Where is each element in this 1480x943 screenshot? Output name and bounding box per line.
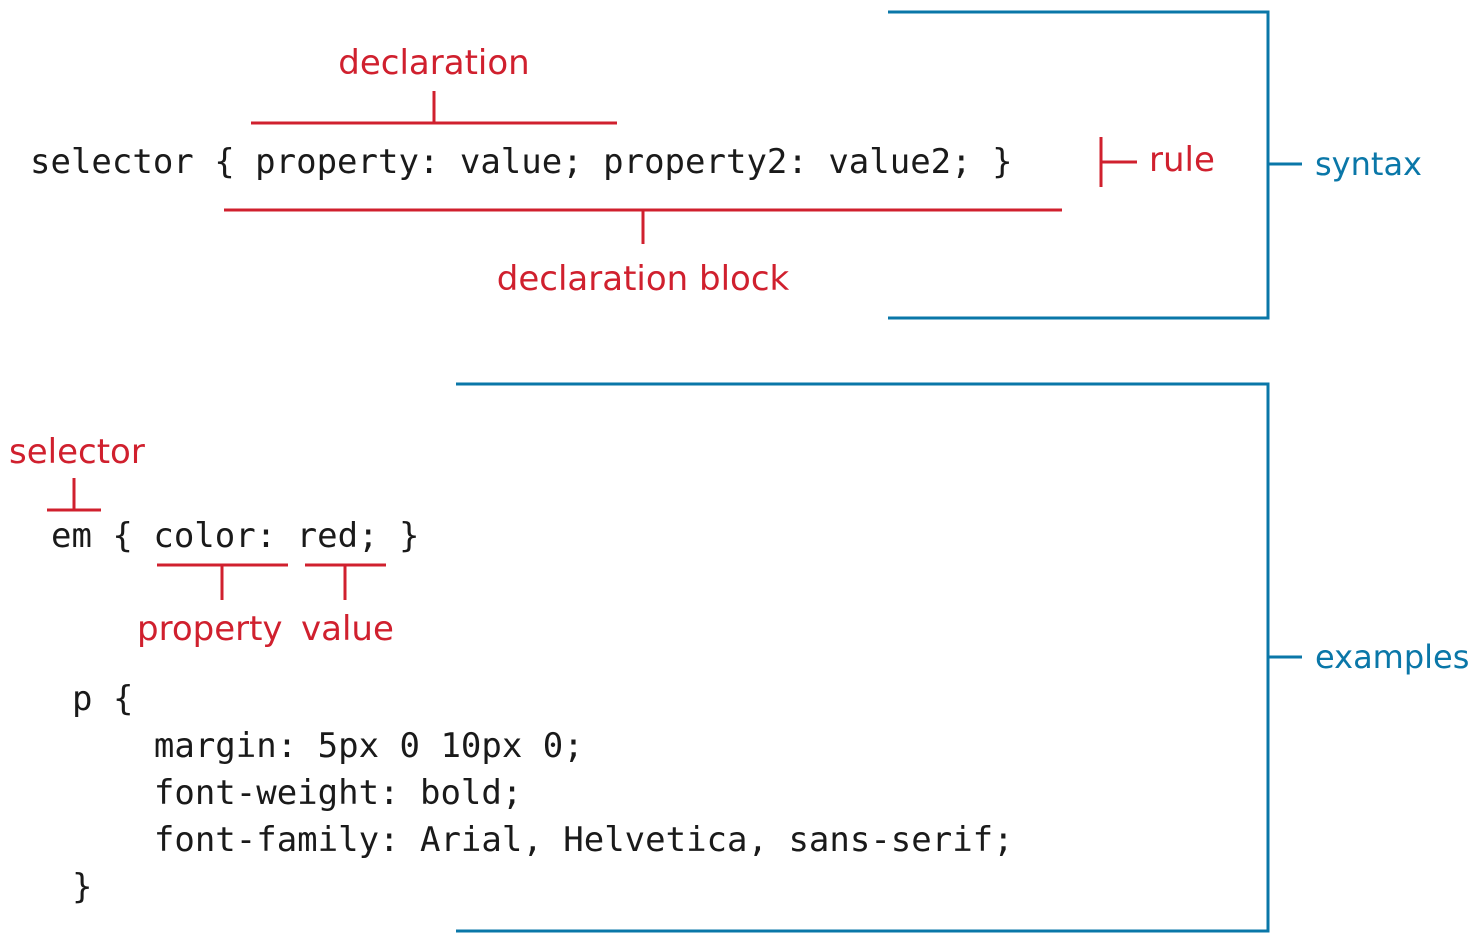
examples-label: examples bbox=[1315, 638, 1470, 676]
em-rule-code: em { color: red; } bbox=[51, 516, 420, 556]
property-label: property bbox=[137, 609, 283, 649]
p-rule-font-weight: font-weight: bold; bbox=[72, 773, 523, 813]
p-rule-margin: margin: 5px 0 10px 0; bbox=[72, 726, 584, 766]
declaration-block-label: declaration block bbox=[496, 259, 790, 299]
selector-label: selector bbox=[9, 432, 145, 472]
p-rule-font-family: font-family: Arial, Helvetica, sans-seri… bbox=[72, 820, 1014, 860]
syntax-label: syntax bbox=[1315, 145, 1422, 183]
rule-label: rule bbox=[1149, 140, 1215, 180]
p-rule-close: } bbox=[72, 867, 93, 907]
p-rule-open: p { bbox=[72, 679, 134, 719]
syntax-code-line: selector { property: value; property2: v… bbox=[30, 142, 1013, 182]
declaration-label: declaration bbox=[338, 43, 530, 83]
value-label: value bbox=[301, 609, 394, 649]
